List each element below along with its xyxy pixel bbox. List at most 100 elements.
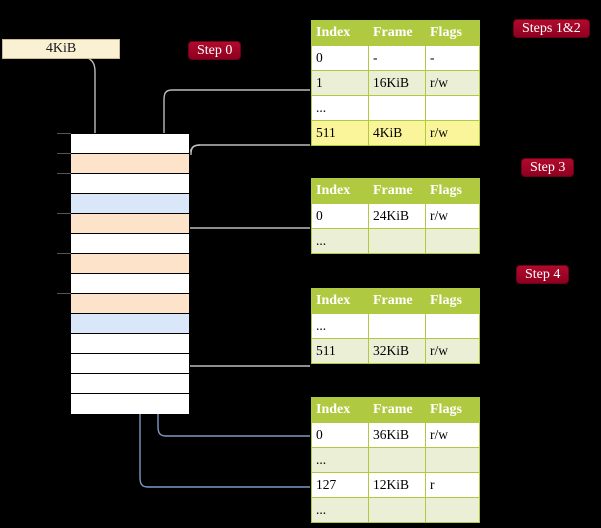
cell-index: 511	[311, 120, 369, 146]
memory-row-3	[71, 194, 189, 214]
table-header-row: Index Frame Flags	[311, 397, 480, 423]
cell-index: 127	[311, 472, 369, 498]
cell-frame	[368, 447, 426, 473]
column-header-index: Index	[311, 397, 369, 423]
memory-tick-4	[57, 253, 71, 254]
wire-step3-table1-to-memory	[180, 227, 310, 282]
column-header-frame: Frame	[368, 397, 426, 423]
column-header-flags: Flags	[425, 288, 480, 314]
badge-step-4-label: Step 4	[525, 266, 561, 282]
table-row: ...	[311, 497, 480, 523]
memory-tick-0	[57, 133, 71, 134]
memory-tick-3	[57, 213, 71, 214]
cell-index: ...	[311, 228, 369, 254]
badge-step-3-label: Step 3	[530, 159, 566, 175]
cell-flags	[425, 228, 480, 254]
cell-flags: r/w	[425, 338, 480, 364]
cell-frame: 36KiB	[368, 422, 426, 448]
source-frame-label: 4KiB	[45, 41, 77, 56]
table-row: ...	[311, 447, 480, 473]
memory-row-5	[71, 234, 189, 254]
table-row: ...	[311, 95, 480, 121]
cell-flags	[425, 95, 480, 121]
memory-row-7	[71, 274, 189, 294]
column-header-flags: Flags	[425, 397, 480, 423]
memory-tick-2	[57, 173, 71, 174]
cell-index: 0	[311, 203, 369, 229]
cell-flags: r/w	[425, 422, 480, 448]
cell-index: ...	[311, 95, 369, 121]
wire-step2-table0-511-to-memory	[184, 144, 310, 156]
cell-frame: 32KiB	[368, 338, 426, 364]
physical-memory-column	[70, 133, 190, 414]
memory-row-10	[71, 334, 189, 354]
table-header-row: Index Frame Flags	[311, 20, 480, 46]
memory-tick-1	[57, 153, 71, 154]
cell-flags	[425, 497, 480, 523]
column-header-index: Index	[311, 288, 369, 314]
cell-index: ...	[311, 497, 369, 523]
badge-steps-1-2-label: Steps 1&2	[522, 20, 581, 36]
memory-row-6	[71, 254, 189, 274]
cell-index: 0	[311, 422, 369, 448]
cell-index: 511	[311, 338, 369, 364]
cell-frame: 24KiB	[368, 203, 426, 229]
cell-frame: 12KiB	[368, 472, 426, 498]
column-header-flags: Flags	[425, 178, 480, 204]
cell-index: ...	[311, 313, 369, 339]
badge-step-4: Step 4	[516, 265, 570, 284]
column-header-frame: Frame	[368, 178, 426, 204]
badge-step-0-label: Step 0	[197, 42, 233, 58]
table-row: ...	[311, 313, 480, 339]
badge-steps-1-2: Steps 1&2	[513, 19, 590, 38]
wire-step4-table2-to-memory	[180, 308, 310, 367]
table-header-row: Index Frame Flags	[311, 178, 480, 204]
column-header-index: Index	[311, 20, 369, 46]
cell-frame: 16KiB	[368, 70, 426, 96]
memory-row-11	[71, 354, 189, 374]
cell-index: ...	[311, 447, 369, 473]
cell-frame: 4KiB	[368, 120, 426, 146]
cell-frame	[368, 313, 426, 339]
cell-flags: r/w	[425, 120, 480, 146]
cell-frame	[368, 497, 426, 523]
cell-flags: -	[425, 45, 480, 71]
column-header-frame: Frame	[368, 20, 426, 46]
memory-tick-5	[57, 293, 71, 294]
table-header-row: Index Frame Flags	[311, 288, 480, 314]
memory-row-1	[71, 154, 189, 174]
table-row: ...	[311, 228, 480, 254]
cell-frame: -	[368, 45, 426, 71]
cell-flags	[425, 313, 480, 339]
cell-index: 1	[311, 70, 369, 96]
cell-index: 0	[311, 45, 369, 71]
table-row: 0--	[311, 45, 480, 71]
column-header-flags: Flags	[425, 20, 480, 46]
cell-flags: r/w	[425, 70, 480, 96]
column-header-index: Index	[311, 178, 369, 204]
cell-flags	[425, 447, 480, 473]
memory-row-12	[71, 374, 189, 394]
memory-row-9	[71, 314, 189, 334]
cell-frame	[368, 228, 426, 254]
badge-step-3: Step 3	[521, 158, 575, 177]
memory-row-0	[71, 134, 189, 154]
cell-frame	[368, 95, 426, 121]
column-header-frame: Frame	[368, 288, 426, 314]
memory-row-13	[71, 394, 189, 414]
cell-flags: r/w	[425, 203, 480, 229]
